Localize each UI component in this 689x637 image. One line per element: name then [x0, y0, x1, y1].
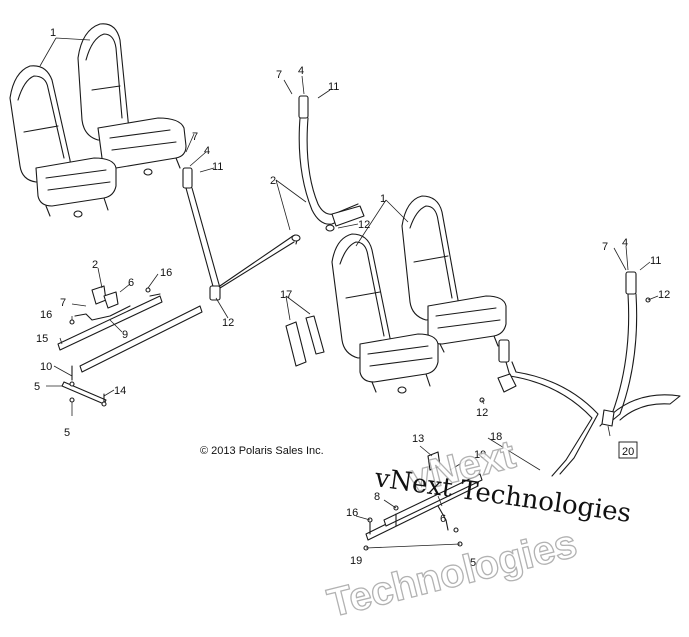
pads-17 [285, 315, 325, 367]
callout-16: 16 [160, 267, 172, 279]
callout-16: 16 [40, 309, 52, 321]
callout-7: 7 [602, 241, 608, 253]
callout-12: 12 [358, 219, 370, 231]
callout-13: 13 [412, 433, 424, 445]
callout-5: 5 [34, 381, 40, 393]
seat-front-right [331, 233, 439, 394]
callout-15: 15 [36, 333, 48, 345]
seat-mount-left [57, 285, 203, 416]
callout-7: 7 [276, 69, 282, 81]
callout-11: 11 [212, 161, 223, 173]
seat-front-left [9, 65, 117, 218]
callout-6: 6 [440, 513, 446, 525]
seat-mount-right [363, 451, 483, 551]
callout-12: 12 [476, 407, 488, 419]
callout-17: 17 [280, 289, 292, 301]
callout-5: 5 [64, 427, 70, 439]
callout-4: 4 [204, 145, 210, 157]
callout-14: 14 [114, 385, 126, 397]
seat-belt-upper [182, 95, 365, 301]
callout-4: 4 [622, 237, 628, 249]
callout-5: 5 [470, 557, 476, 569]
callout-1: 1 [380, 193, 386, 205]
callout-11: 11 [328, 81, 339, 93]
copyright-notice: © 2013 Polaris Sales Inc. [200, 445, 324, 457]
callout-7: 7 [192, 131, 198, 143]
leader-lines [39, 37, 659, 521]
callout-18: 18 [490, 431, 502, 443]
callout-numbers: 1 7 4 11 7 4 11 2 12 1 2 16 6 7 16 9 15 … [34, 27, 670, 569]
callout-1: 1 [50, 27, 56, 39]
callout-20: 20 [622, 446, 634, 458]
callout-2: 2 [92, 259, 98, 271]
callout-9: 9 [122, 329, 128, 341]
callout-12: 12 [222, 317, 234, 329]
callout-11: 11 [650, 255, 661, 267]
seat-rear-right [401, 195, 507, 353]
seat-belt-right [479, 271, 681, 477]
watermark-outline-line2: Technologies [323, 522, 581, 626]
callout-10: 10 [40, 361, 52, 373]
callout-2: 2 [270, 175, 276, 187]
callout-4: 4 [298, 65, 304, 77]
callout-12: 12 [658, 289, 670, 301]
callout-19: 19 [350, 555, 362, 567]
callout-6: 6 [128, 277, 134, 289]
callout-7: 7 [60, 297, 66, 309]
callout-20-box [618, 441, 638, 459]
seat-rear-left [77, 23, 187, 177]
callout-8: 8 [374, 491, 380, 503]
callout-19: 19 [474, 449, 486, 461]
callout-16: 16 [346, 507, 358, 519]
